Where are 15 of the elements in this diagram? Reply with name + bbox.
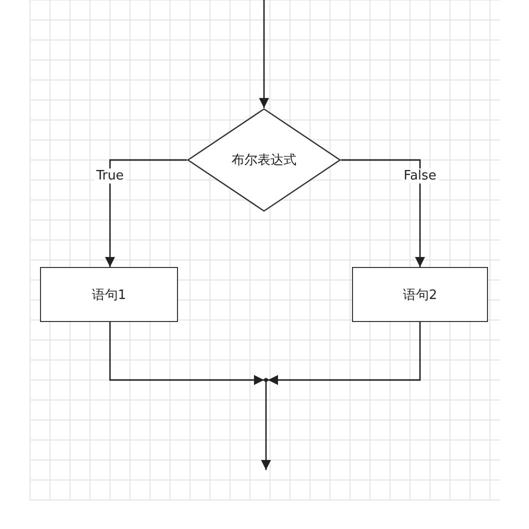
arrow [341, 159, 425, 267]
node-text: 语句1 [92, 286, 126, 304]
edge-label: False [402, 168, 438, 184]
arrow [105, 159, 187, 267]
decision-diamond [187, 108, 341, 212]
process-box [40, 267, 178, 322]
arrow [268, 322, 421, 385]
edge-label: True [94, 168, 126, 184]
arrow [261, 382, 271, 470]
arrow [259, 0, 269, 108]
junction-point [264, 378, 268, 382]
node-text: 语句2 [402, 286, 438, 304]
node-text: 布尔表达式 [232, 152, 296, 169]
arrow [109, 322, 264, 385]
process-box [352, 267, 488, 322]
